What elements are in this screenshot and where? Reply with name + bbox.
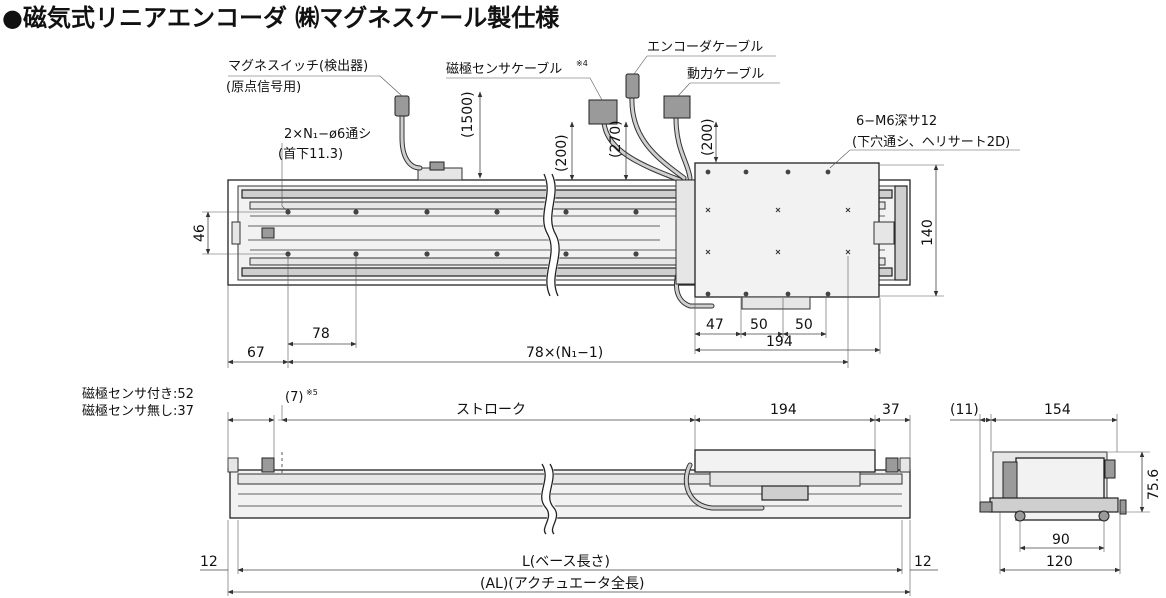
callout-note-4: ※4: [576, 59, 588, 68]
top-view: マグネスイッチ(検出器) (原点信号用) 磁極センサケーブル ※4 エンコーダケ…: [192, 39, 1020, 368]
side-rail: [237, 473, 903, 485]
callout-base-holes: 2×N₁−ø6通シ: [284, 127, 371, 142]
dim-base-length: L(ベース長さ): [522, 554, 610, 570]
dim-rail-46: 46: [192, 224, 208, 242]
callout-table-holes: 6−M6深サ12: [856, 114, 937, 129]
encoder-connector: [625, 73, 640, 99]
dim-cable-1500: (1500): [460, 91, 476, 138]
end-base: [989, 497, 1119, 513]
dim-end-154: 154: [1044, 402, 1071, 418]
end-view: (11) 154 75.6 90 120: [950, 402, 1162, 574]
table-tapped-holes: [705, 207, 851, 255]
magnet-switch-connector: [394, 95, 410, 117]
dim-cable-200-right: (200): [700, 118, 716, 156]
label-without-sensor: 磁極センサ無し:37: [82, 403, 194, 419]
label-note-7: (7): [285, 390, 303, 405]
dim-pitch-total: 78×(N₁−1): [526, 345, 603, 361]
callout-magnetic-sensor-cable: 磁極センサケーブル: [446, 61, 562, 77]
break-line-top: [543, 173, 552, 297]
dim-height-140: 140: [920, 219, 936, 246]
dim-side-37: 37: [882, 402, 900, 418]
dim-side-194: 194: [770, 402, 797, 418]
end-block-left: [231, 221, 241, 245]
slider-bottom-block: [741, 296, 811, 310]
dim-cable-270: (270): [608, 120, 624, 158]
dim-actuator-length: (AL)(アクチュエータ全長): [480, 575, 645, 592]
base-holes-top-row: [285, 209, 639, 215]
side-view: 磁極センサ付き:52 磁極センサ無し:37 (7) ※5 ストローク 194 3…: [82, 386, 938, 596]
magnetic-sensor-connector: [588, 99, 618, 125]
side-stopper-right: [885, 457, 899, 473]
base-holes-bottom-row: [285, 251, 639, 257]
slider-table: [694, 162, 880, 298]
dim-table-50b: 50: [795, 317, 813, 333]
side-carriage-bottom: [761, 485, 809, 501]
dim-end-11: (11): [950, 402, 979, 418]
rail-bottom-inner: [249, 257, 886, 266]
power-connector: [663, 95, 691, 119]
rail-top-outer: [241, 189, 893, 199]
dim-table-194: 194: [766, 334, 793, 350]
label-with-sensor: 磁極センサ付き:52: [82, 386, 194, 402]
side-carriage-top: [694, 449, 876, 473]
dim-stroke: ストローク: [456, 402, 526, 418]
callout-magnet-switch-sub: (原点信号用): [226, 80, 301, 95]
dim-end-120: 120: [1046, 554, 1073, 570]
callout-encoder-cable: エンコーダケーブル: [647, 39, 763, 55]
rail-top-inner: [249, 201, 886, 210]
dim-side-12-right: 12: [914, 554, 932, 570]
slider-side-block: [675, 179, 697, 285]
table-mounting-holes: [705, 169, 831, 297]
dim-side-12-left: 12: [200, 554, 218, 570]
end-block-right: [894, 185, 908, 281]
callout-power-cable: 動力ケーブル: [687, 66, 764, 82]
dim-end-90: 90: [1052, 532, 1070, 548]
label-note-7-sup: ※5: [306, 388, 318, 397]
callout-base-holes-sub: (首下11.3): [278, 147, 343, 162]
side-stopper-left: [261, 457, 275, 473]
end-stopper-right: [873, 221, 895, 245]
page-title: ●磁気式リニアエンコーダ ㈱マグネスケール製仕様: [2, 4, 560, 32]
dim-table-47: 47: [706, 317, 724, 333]
rail-bottom-outer: [241, 267, 893, 277]
dim-pitch-78: 78: [312, 326, 330, 342]
dim-table-50a: 50: [750, 317, 768, 333]
callout-table-holes-sub: (下穴通シ、ヘリサート2D): [852, 135, 1010, 150]
dim-edge-67: 67: [247, 345, 265, 361]
base-outline: [227, 179, 911, 286]
callout-magnet-switch: マグネスイッチ(検出器): [228, 59, 368, 74]
end-stopper-left: [261, 227, 275, 239]
dim-end-75-6: 75.6: [1146, 469, 1162, 500]
dim-cable-200-left: (200): [554, 134, 570, 172]
